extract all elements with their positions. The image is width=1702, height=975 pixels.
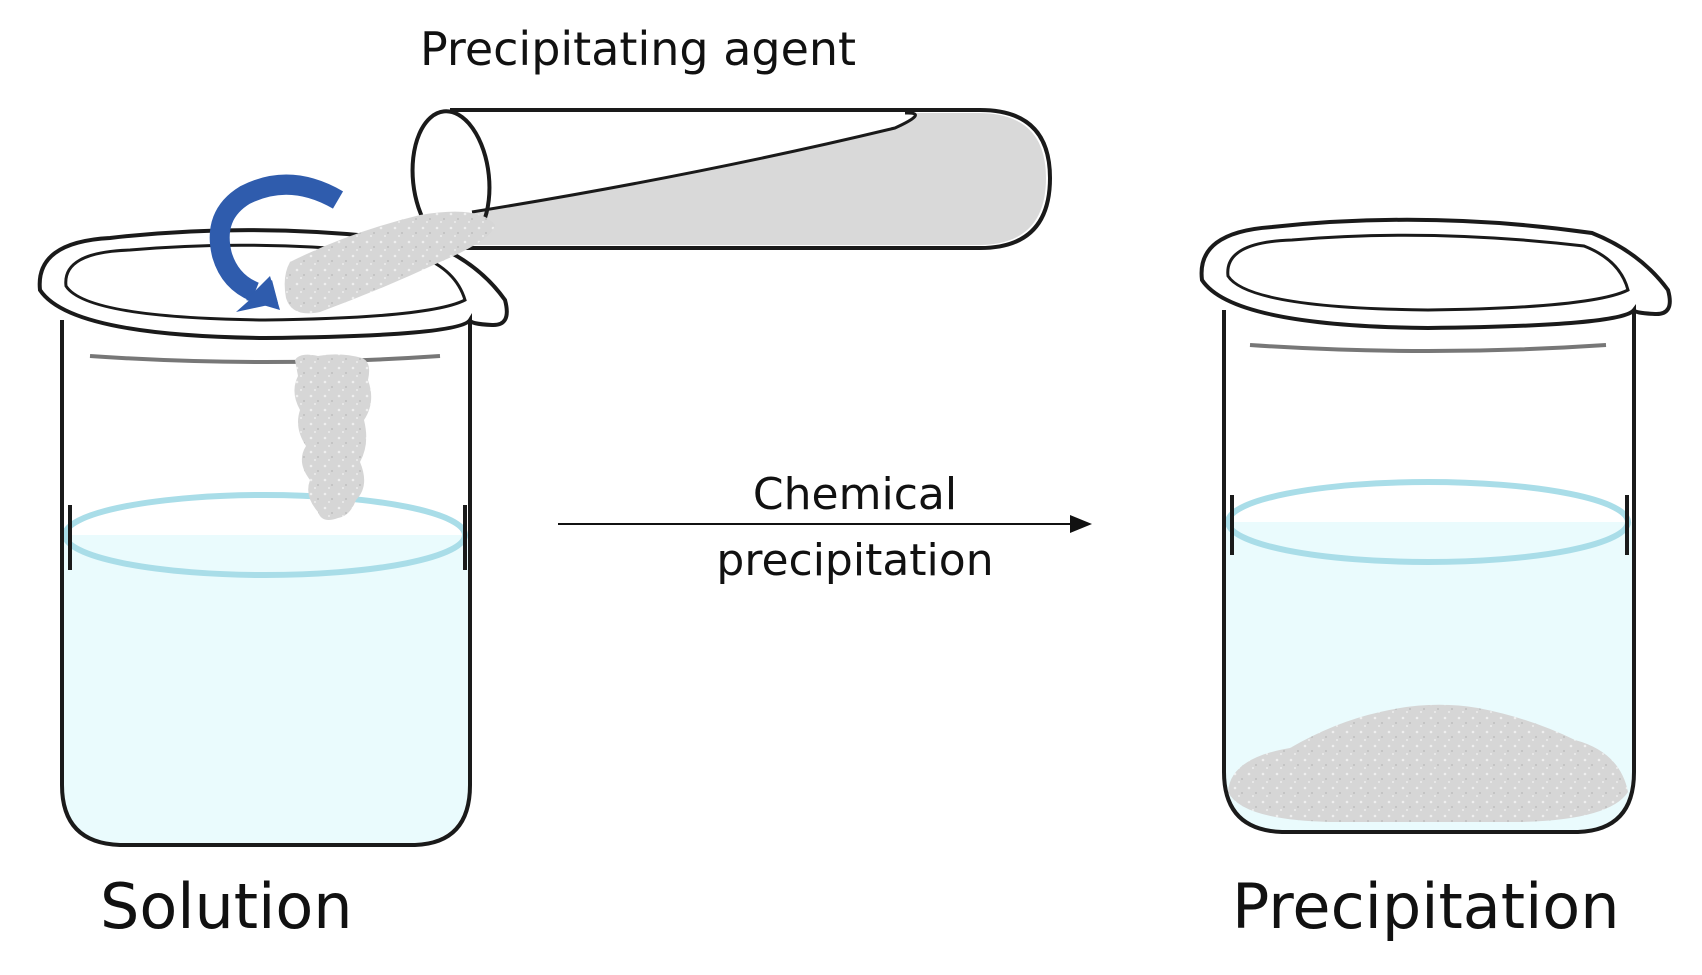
solution-beaker-mark: [89, 354, 441, 364]
precipitating-agent-label: Precipitating agent: [420, 22, 857, 76]
solution-beaker-body: [60, 320, 472, 847]
precipitation-beaker-body: [1222, 310, 1636, 834]
solution-beaker: [37, 228, 509, 847]
solution-label: Solution: [100, 870, 353, 943]
test-tube: [284, 108, 1053, 314]
precipitation-beaker: [1199, 217, 1672, 834]
pouring-powder: [284, 211, 495, 314]
falling-powder: [294, 354, 372, 520]
tube-agent: [472, 112, 1046, 245]
stir-arrow-icon: [209, 174, 344, 312]
process-label: Chemical precipitation: [635, 462, 1075, 594]
precipitation-beaker-rim-inner: [1226, 233, 1630, 312]
precipitation-label: Precipitation: [1232, 870, 1620, 943]
solution-liquid: [63, 535, 468, 843]
precipitate-sediment: [1228, 704, 1628, 822]
precipitation-beaker-mark: [1249, 343, 1607, 353]
process-label-line2: precipitation: [716, 535, 994, 586]
process-arrow-icon: [558, 515, 1092, 533]
tube-agent-edge: [471, 111, 917, 214]
process-label-line1: Chemical: [752, 469, 958, 520]
